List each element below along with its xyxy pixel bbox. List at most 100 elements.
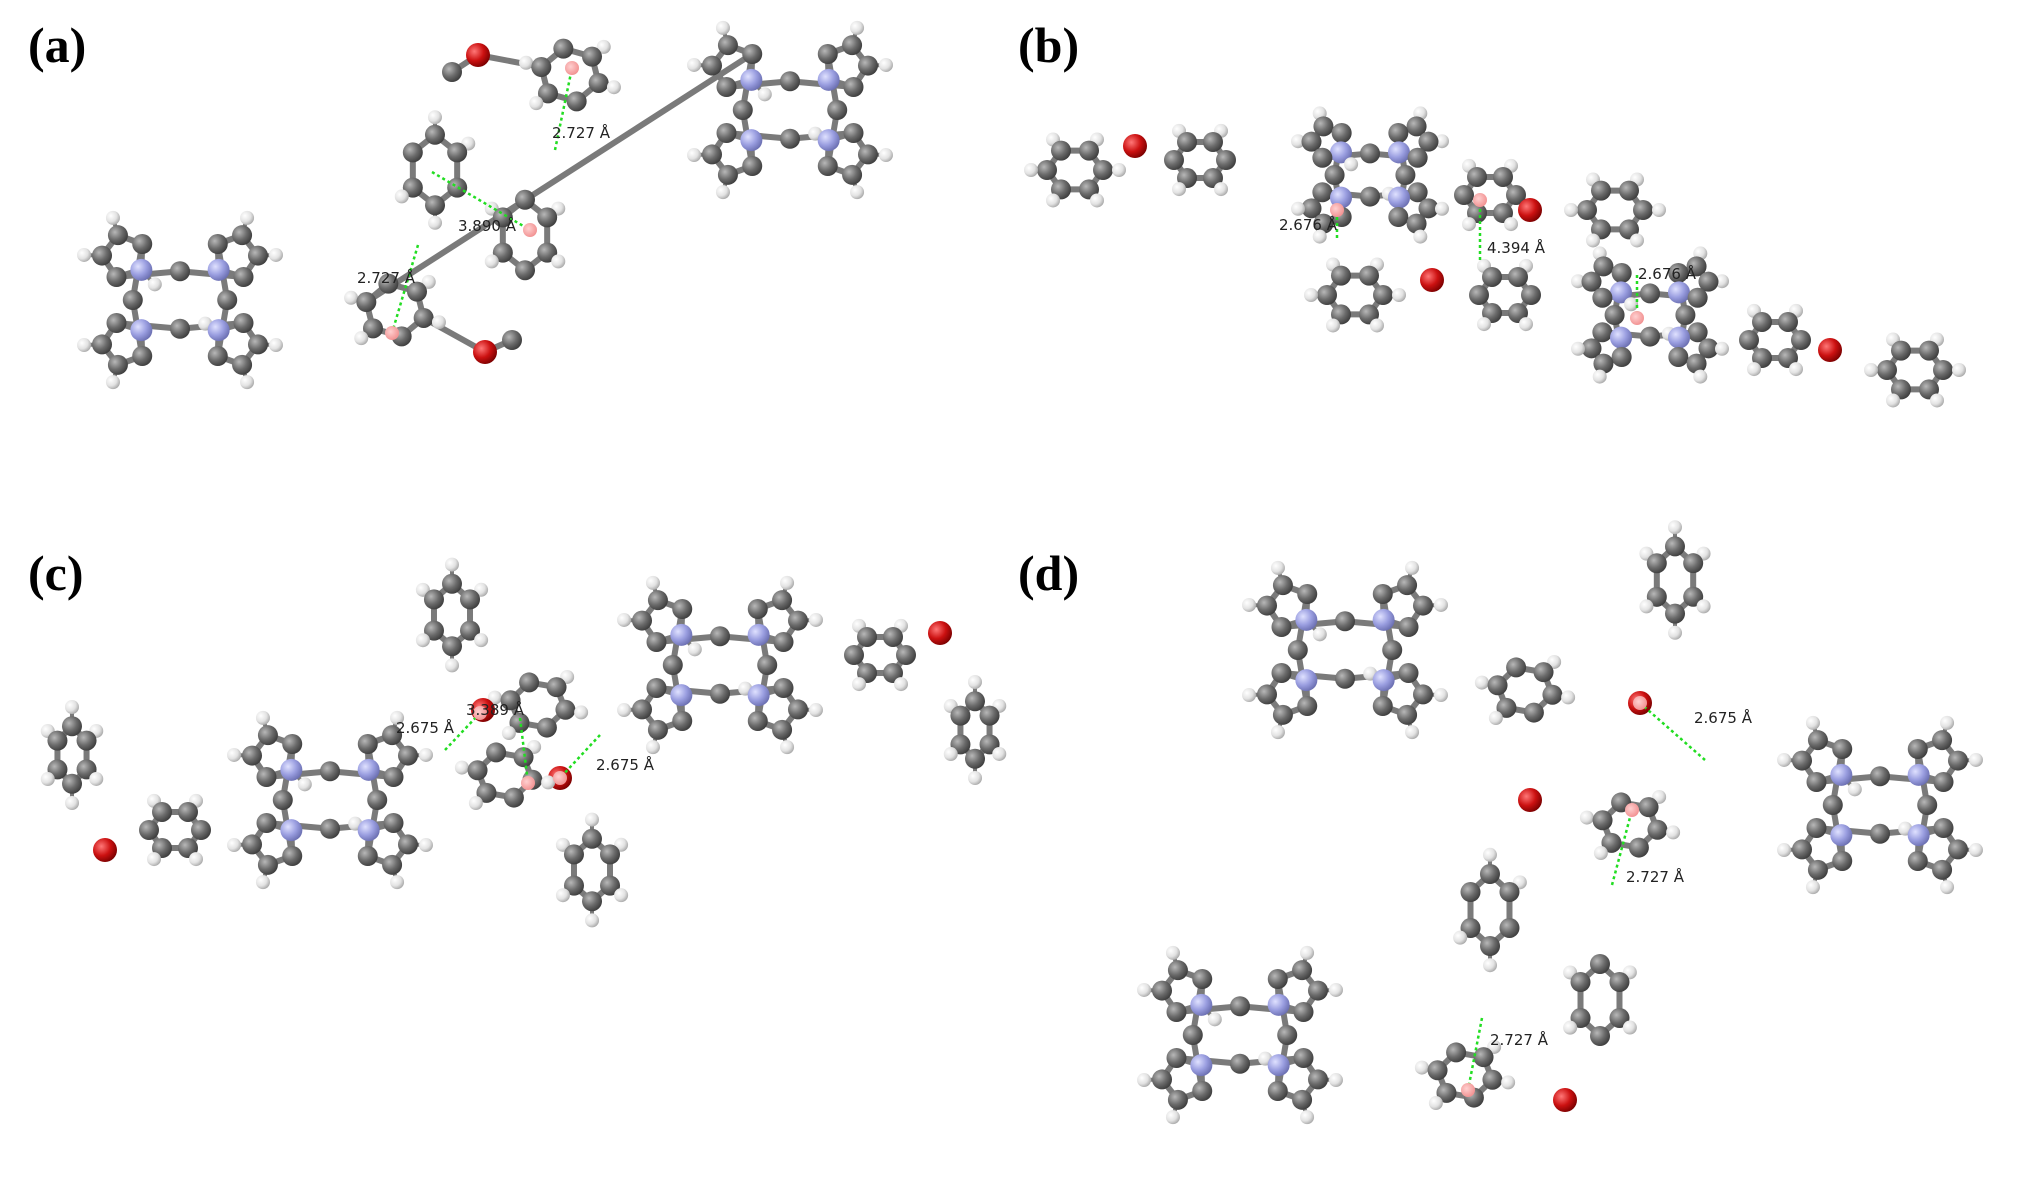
carbon-atom: [1382, 640, 1403, 660]
hydrogen-atom: [1624, 297, 1639, 312]
hydrogen-atom: [780, 575, 795, 590]
carbon-atom: [1480, 936, 1501, 956]
hydrogen-atom: [555, 888, 570, 903]
hydrogen-atom: [1462, 217, 1476, 232]
hydrogen-atom: [431, 315, 446, 330]
carbon-atom: [107, 225, 128, 246]
carbon-atom: [367, 790, 388, 810]
carbon-atom: [1508, 266, 1528, 287]
hydrogen-atom: [1453, 930, 1468, 945]
carbon-atom: [1506, 657, 1527, 678]
carbon-atom: [1203, 131, 1223, 152]
carbon-atom: [647, 590, 668, 611]
carbon-atom: [1933, 360, 1953, 380]
carbon-atom: [842, 35, 863, 56]
carbon-atom: [282, 734, 303, 755]
hydrogen-atom: [541, 775, 556, 790]
hydrogen-atom: [227, 747, 242, 762]
hydrogen-atom: [574, 705, 589, 720]
carbon-atom: [1359, 265, 1379, 286]
carbon-atom: [1499, 917, 1520, 938]
carbon-atom: [1460, 882, 1481, 903]
carbon-atom: [242, 834, 263, 855]
carbon-atom: [843, 76, 864, 97]
panel-c-distance-1: 2.675 Å: [396, 718, 455, 737]
carbon-atom: [1397, 575, 1418, 596]
nitrogen-atom: [1387, 186, 1410, 209]
hydrogen-atom: [189, 852, 203, 867]
panel-b-distance-1: 2.676 Å: [1279, 215, 1338, 234]
carbon-atom: [1686, 353, 1707, 374]
carbon-atom: [1675, 305, 1696, 325]
carbon-atom: [710, 626, 730, 647]
carbon-atom: [662, 655, 683, 675]
carbon-atom: [1152, 980, 1173, 1001]
hydrogen-atom: [1344, 157, 1359, 172]
carbon-atom: [272, 790, 293, 810]
hydrogen-atom: [1165, 1110, 1180, 1125]
carbon-atom: [844, 645, 864, 665]
ring-centroid: [565, 61, 579, 75]
nitrogen-atom: [747, 623, 770, 646]
hydrogen-atom: [89, 771, 104, 786]
oxygen-atom: [466, 43, 490, 67]
carbon-atom: [632, 699, 653, 720]
carbon-atom: [139, 820, 159, 840]
carbon-atom: [563, 875, 584, 896]
nitrogen-atom: [817, 129, 840, 152]
panel-b-label: (b): [1018, 17, 1079, 73]
ring-centroid: [1625, 803, 1639, 817]
carbon-atom: [787, 699, 808, 720]
carbon-atom: [717, 164, 738, 185]
hydrogen-atom: [1433, 597, 1448, 612]
carbon-atom: [1581, 338, 1602, 359]
hydrogen-atom: [1304, 288, 1318, 302]
carbon-atom: [772, 719, 793, 740]
carbon-atom: [1917, 795, 1938, 815]
carbon-atom: [672, 710, 693, 731]
carbon-atom: [1395, 165, 1416, 185]
carbon-atom: [1293, 1048, 1314, 1069]
carbon-atom: [1647, 819, 1668, 840]
panel-a-contact-line: [553, 67, 574, 151]
carbon-atom: [1271, 663, 1292, 684]
hydrogen-atom: [992, 746, 1007, 761]
carbon-atom: [717, 35, 738, 56]
carbon-atom: [257, 854, 278, 875]
oxygen-atom: [1518, 198, 1542, 222]
carbon-atom: [76, 730, 97, 751]
hydrogen-atom: [415, 633, 430, 648]
nitrogen-atom: [1267, 993, 1290, 1016]
panel-a-contacts: [385, 61, 579, 340]
carbon-atom: [1592, 810, 1613, 831]
carbon-atom: [1277, 1025, 1298, 1045]
hydrogen-atom: [1312, 627, 1327, 642]
carbon-atom: [178, 801, 198, 822]
carbon-atom: [1611, 346, 1632, 367]
carbon-atom: [1398, 616, 1419, 637]
hydrogen-atom: [427, 110, 442, 125]
carbon-atom: [1592, 287, 1613, 308]
carbon-atom: [407, 281, 428, 302]
carbon-atom: [1907, 850, 1928, 871]
carbon-atom: [1601, 832, 1622, 853]
carbon-atom: [582, 891, 603, 912]
carbon-atom: [1932, 859, 1953, 880]
carbon-atom: [780, 71, 800, 92]
panel-a-contact-line: [431, 170, 531, 232]
carbon-atom: [1312, 182, 1333, 203]
carbon-atom: [1638, 797, 1659, 818]
nitrogen-atom: [207, 319, 230, 342]
oxygen-atom: [1420, 268, 1444, 292]
hydrogen-atom: [1630, 233, 1644, 248]
carbon-atom: [357, 845, 378, 866]
carbon-atom: [122, 290, 143, 310]
panel-d-distance-3: 2.727 Å: [1490, 1030, 1549, 1049]
carbon-atom: [441, 573, 462, 594]
carbon-atom: [1267, 969, 1288, 990]
carbon-atom: [152, 801, 172, 822]
nitrogen-atom: [1667, 326, 1690, 349]
hydrogen-atom: [344, 290, 359, 305]
carbon-atom: [1307, 980, 1328, 1001]
carbon-atom: [1469, 285, 1489, 305]
